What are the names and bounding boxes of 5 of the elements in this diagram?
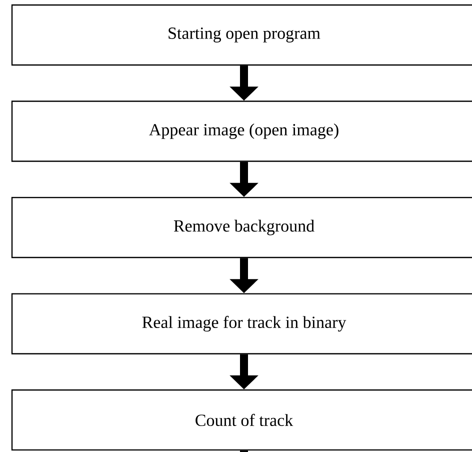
process-box: Count of track [11,389,472,451]
process-box: Remove background [11,196,472,258]
process-box: Appear image (open image) [11,100,472,162]
process-box: Real image for track in binary [11,293,472,354]
process-box: Starting open program [11,4,472,66]
